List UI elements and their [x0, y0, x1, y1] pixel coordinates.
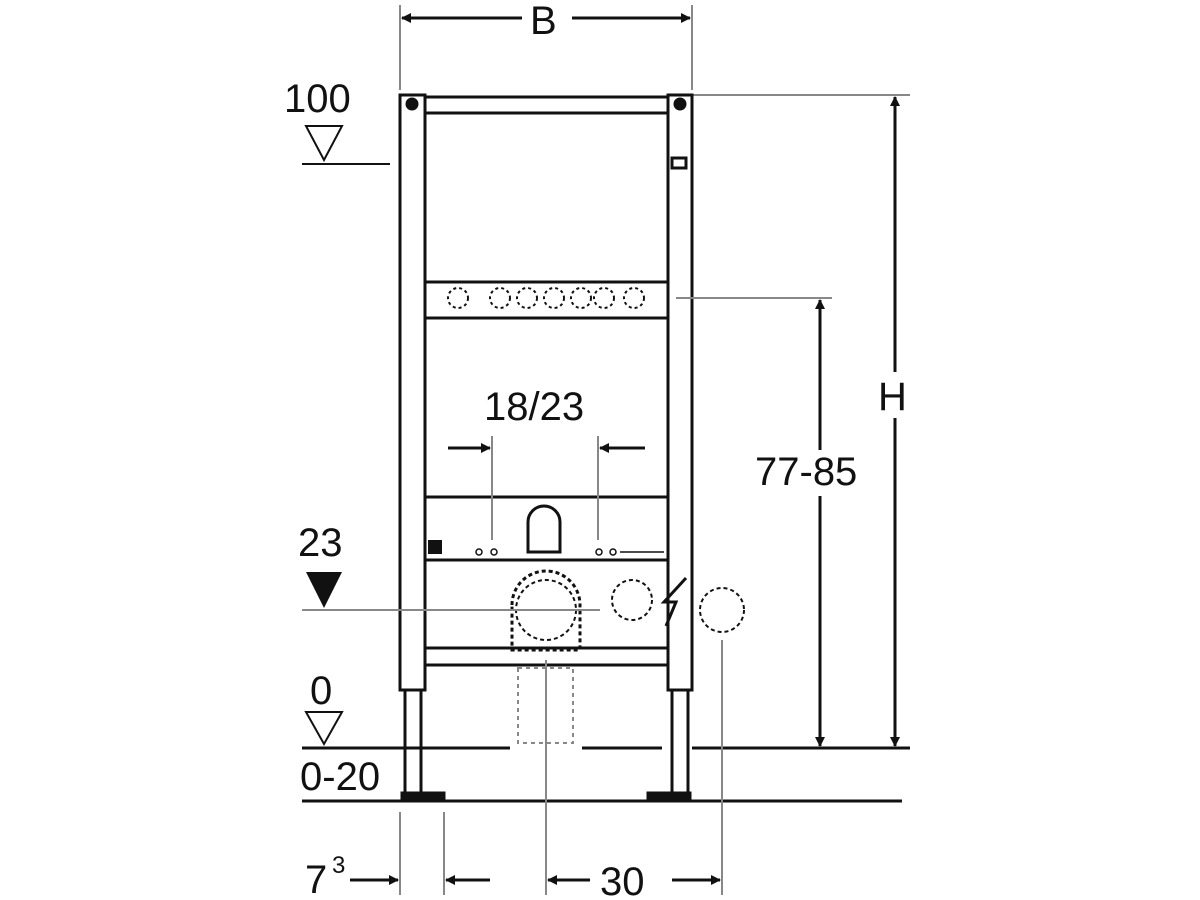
- bracket-height-dimension: 77-85: [676, 297, 882, 747]
- frame: [398, 93, 910, 801]
- level-marker-drain: 23: [298, 521, 600, 611]
- width-dimension: B: [399, 0, 693, 90]
- floor-range-label: 0-20: [300, 755, 380, 799]
- level-marker-floor: 0 0-20: [300, 669, 910, 803]
- supply-offset-label: 30: [600, 860, 645, 900]
- level-drain-label: 23: [298, 521, 343, 565]
- foot-offset-label: 7: [305, 858, 327, 900]
- level-marker-top: 100: [284, 77, 390, 165]
- level-floor-label: 0: [310, 669, 332, 713]
- flush-spacing-dimension: 18/23: [448, 385, 645, 540]
- flush-spacing-label: 18/23: [484, 385, 584, 429]
- bracket-height-label: 77-85: [755, 450, 857, 494]
- level-top-label: 100: [284, 77, 351, 121]
- width-label: B: [530, 0, 557, 43]
- foot-offset-superscript: 3: [332, 852, 345, 879]
- height-label: H: [878, 375, 907, 419]
- bottom-dimensions: 7 3 30: [305, 640, 723, 900]
- height-dimension: H: [872, 96, 918, 747]
